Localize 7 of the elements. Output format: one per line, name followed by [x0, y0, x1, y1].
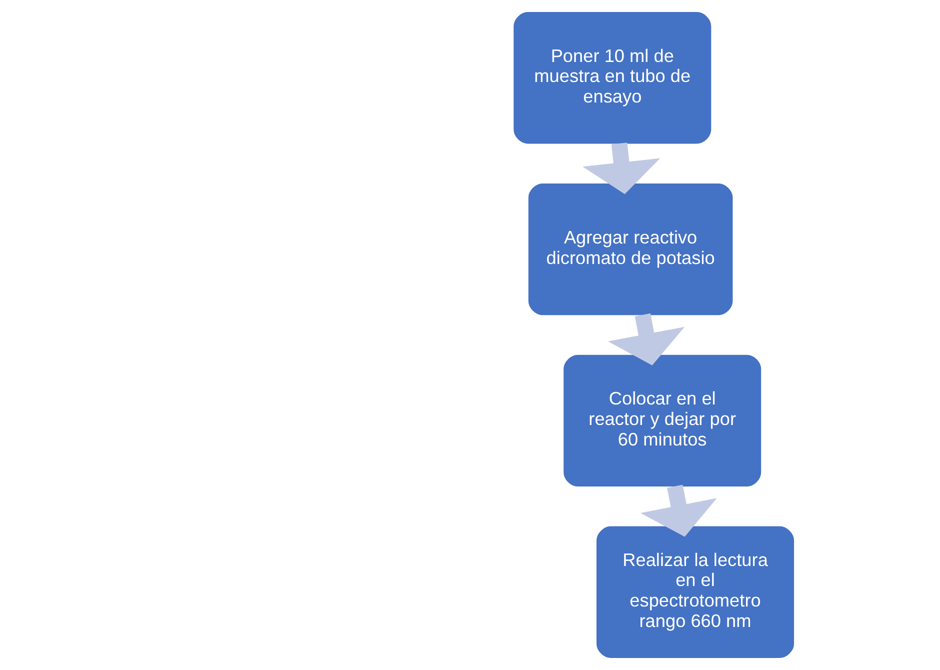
- node-box: Agregar reactivo dicromato de potasio: [528, 183, 732, 316]
- node-box: Realizar la lectura en el espectrotometro rango 660 nm: [596, 526, 794, 658]
- arrow: [607, 313, 684, 366]
- node-box: Poner 10 ml de muestra en tubo de ensayo: [513, 12, 711, 144]
- arrow: [582, 142, 660, 194]
- arrow: [640, 484, 716, 537]
- node-box: Colocar en el reactor y dejar por 60 minutos: [563, 354, 761, 487]
